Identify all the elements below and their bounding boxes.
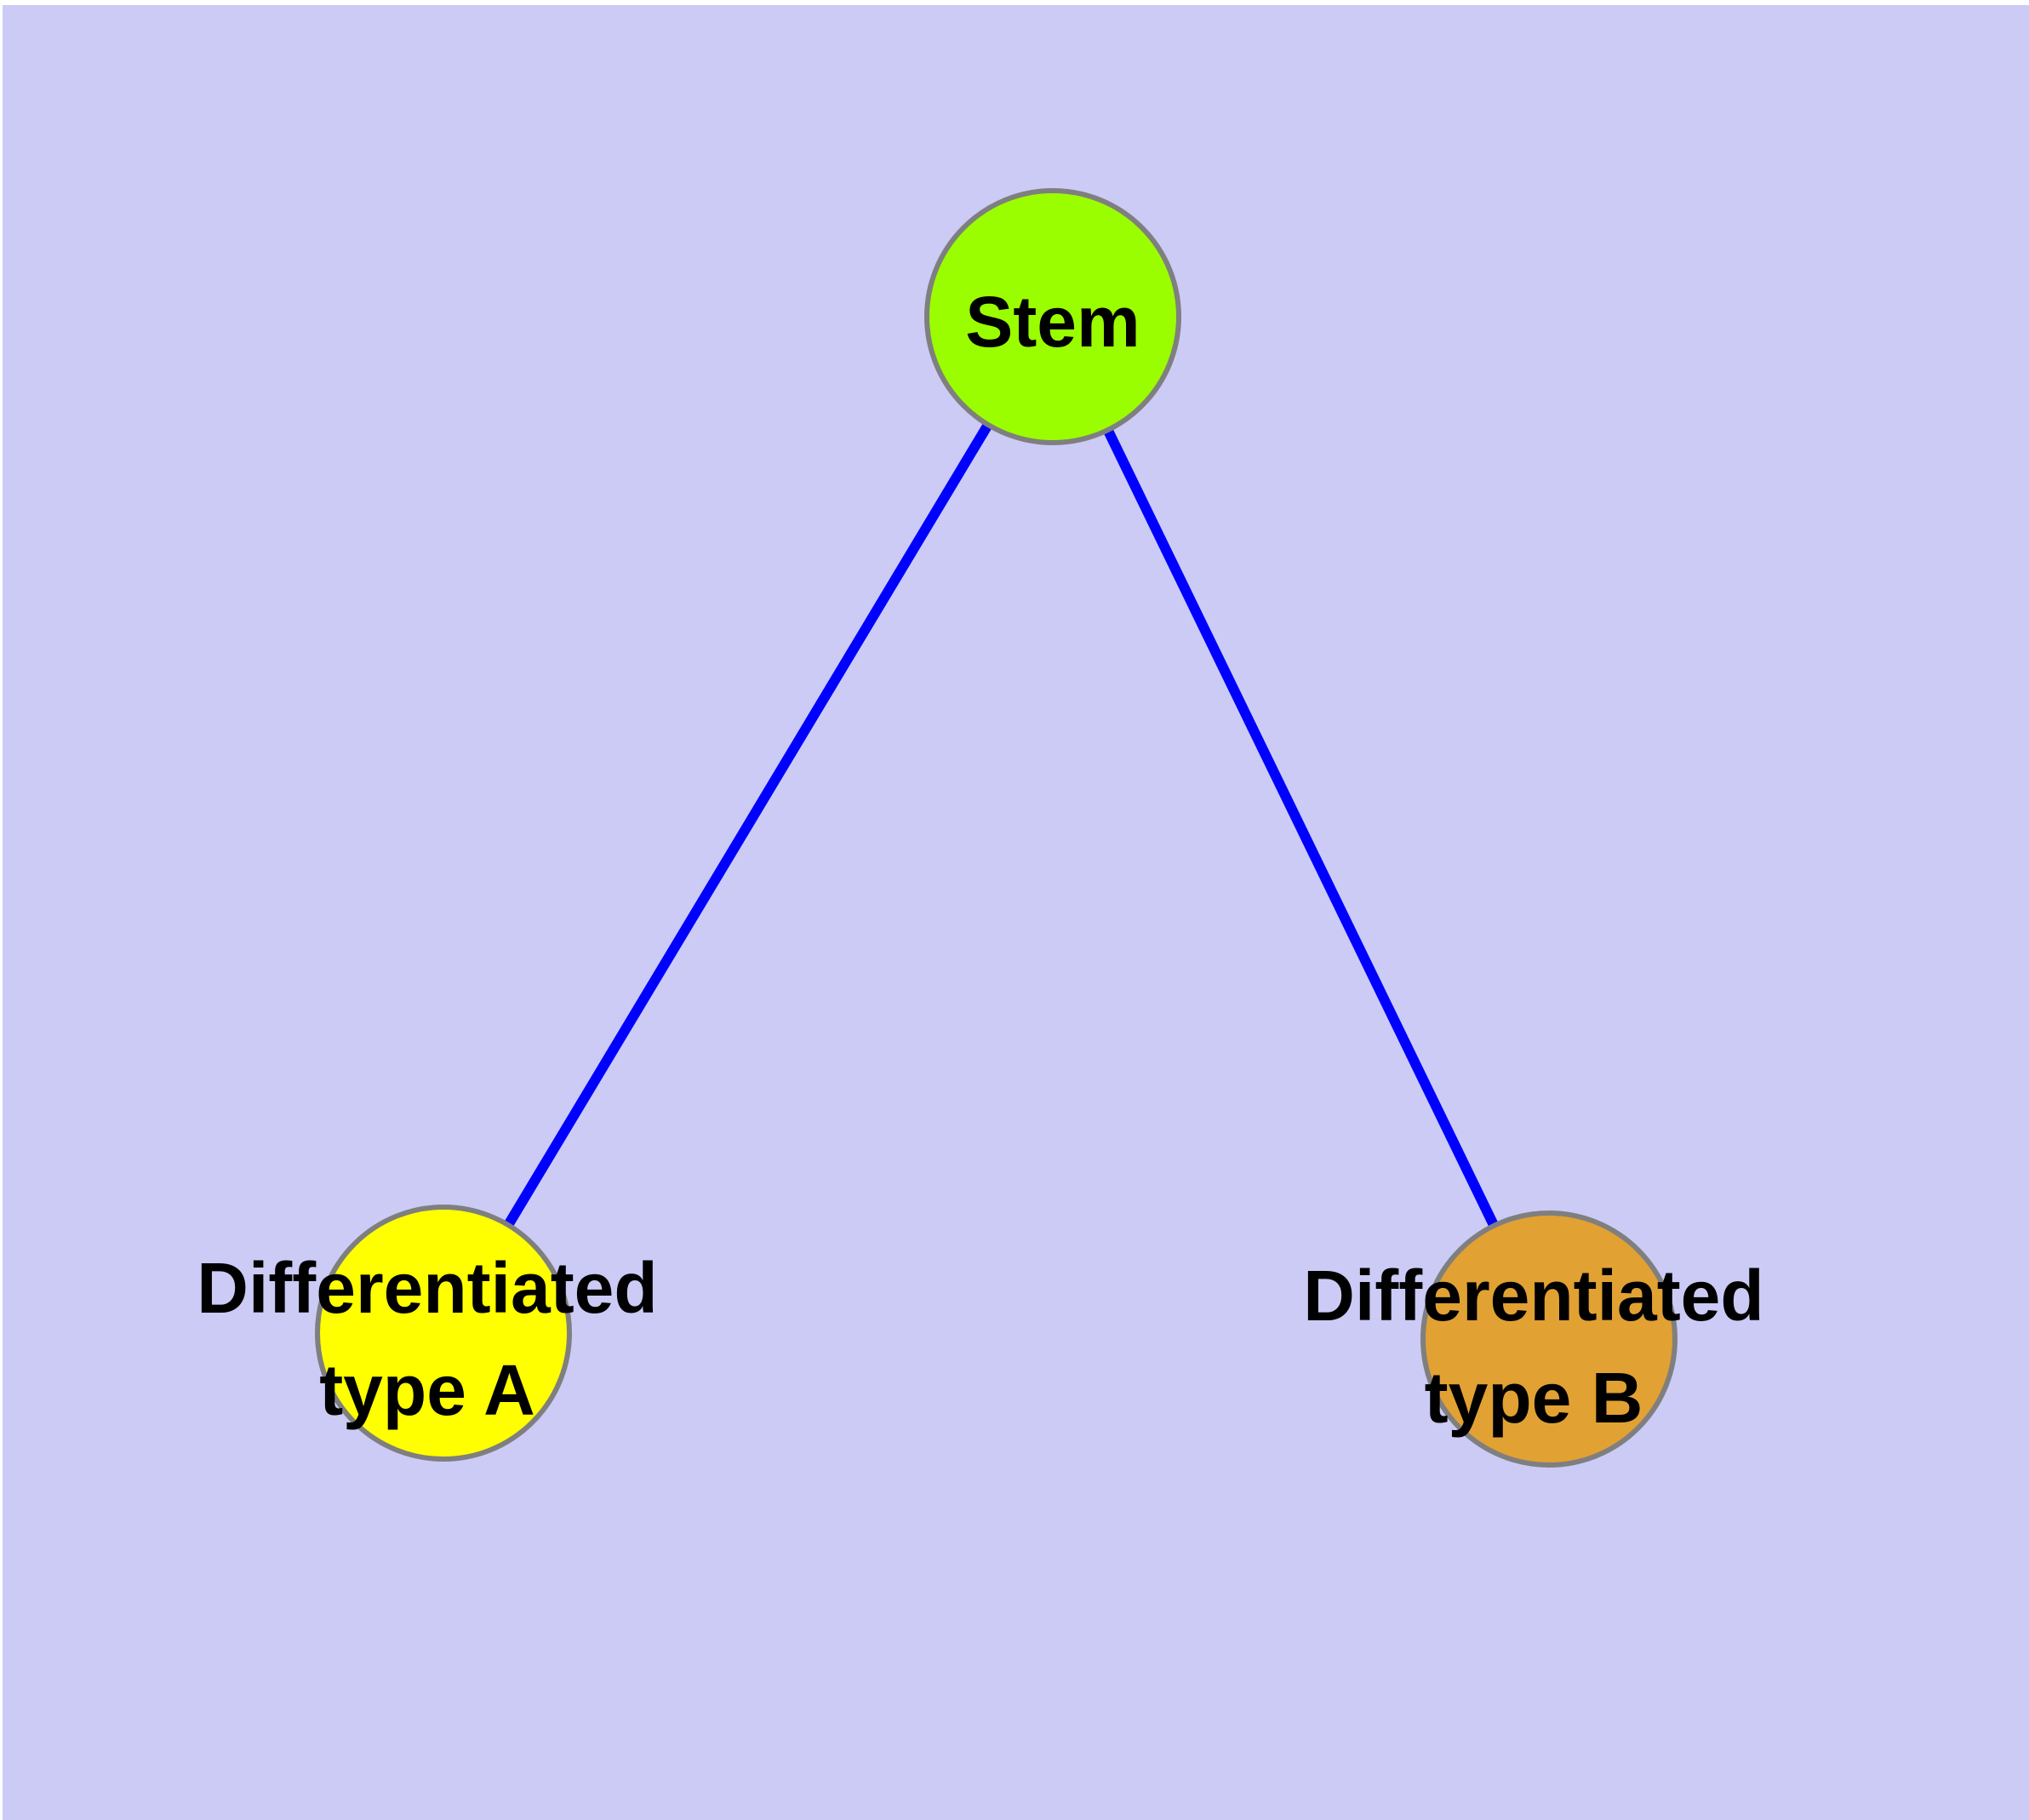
- node-type-b: [1420, 1210, 1677, 1468]
- node-stem-label: Stem: [965, 282, 1140, 362]
- node-stem: [924, 188, 1181, 445]
- node-type-b-label-line2: type B: [1425, 1358, 1643, 1438]
- edge-stem-to-type-b: [1048, 314, 1554, 1342]
- node-type-a-label-line1: Differentiated: [197, 1248, 657, 1328]
- node-type-b-label-line1: Differentiated: [1303, 1256, 1763, 1336]
- node-type-a-label-line2: type A: [319, 1350, 535, 1430]
- node-type-a: [315, 1205, 572, 1462]
- edge-stem-to-type-a: [438, 313, 1058, 1336]
